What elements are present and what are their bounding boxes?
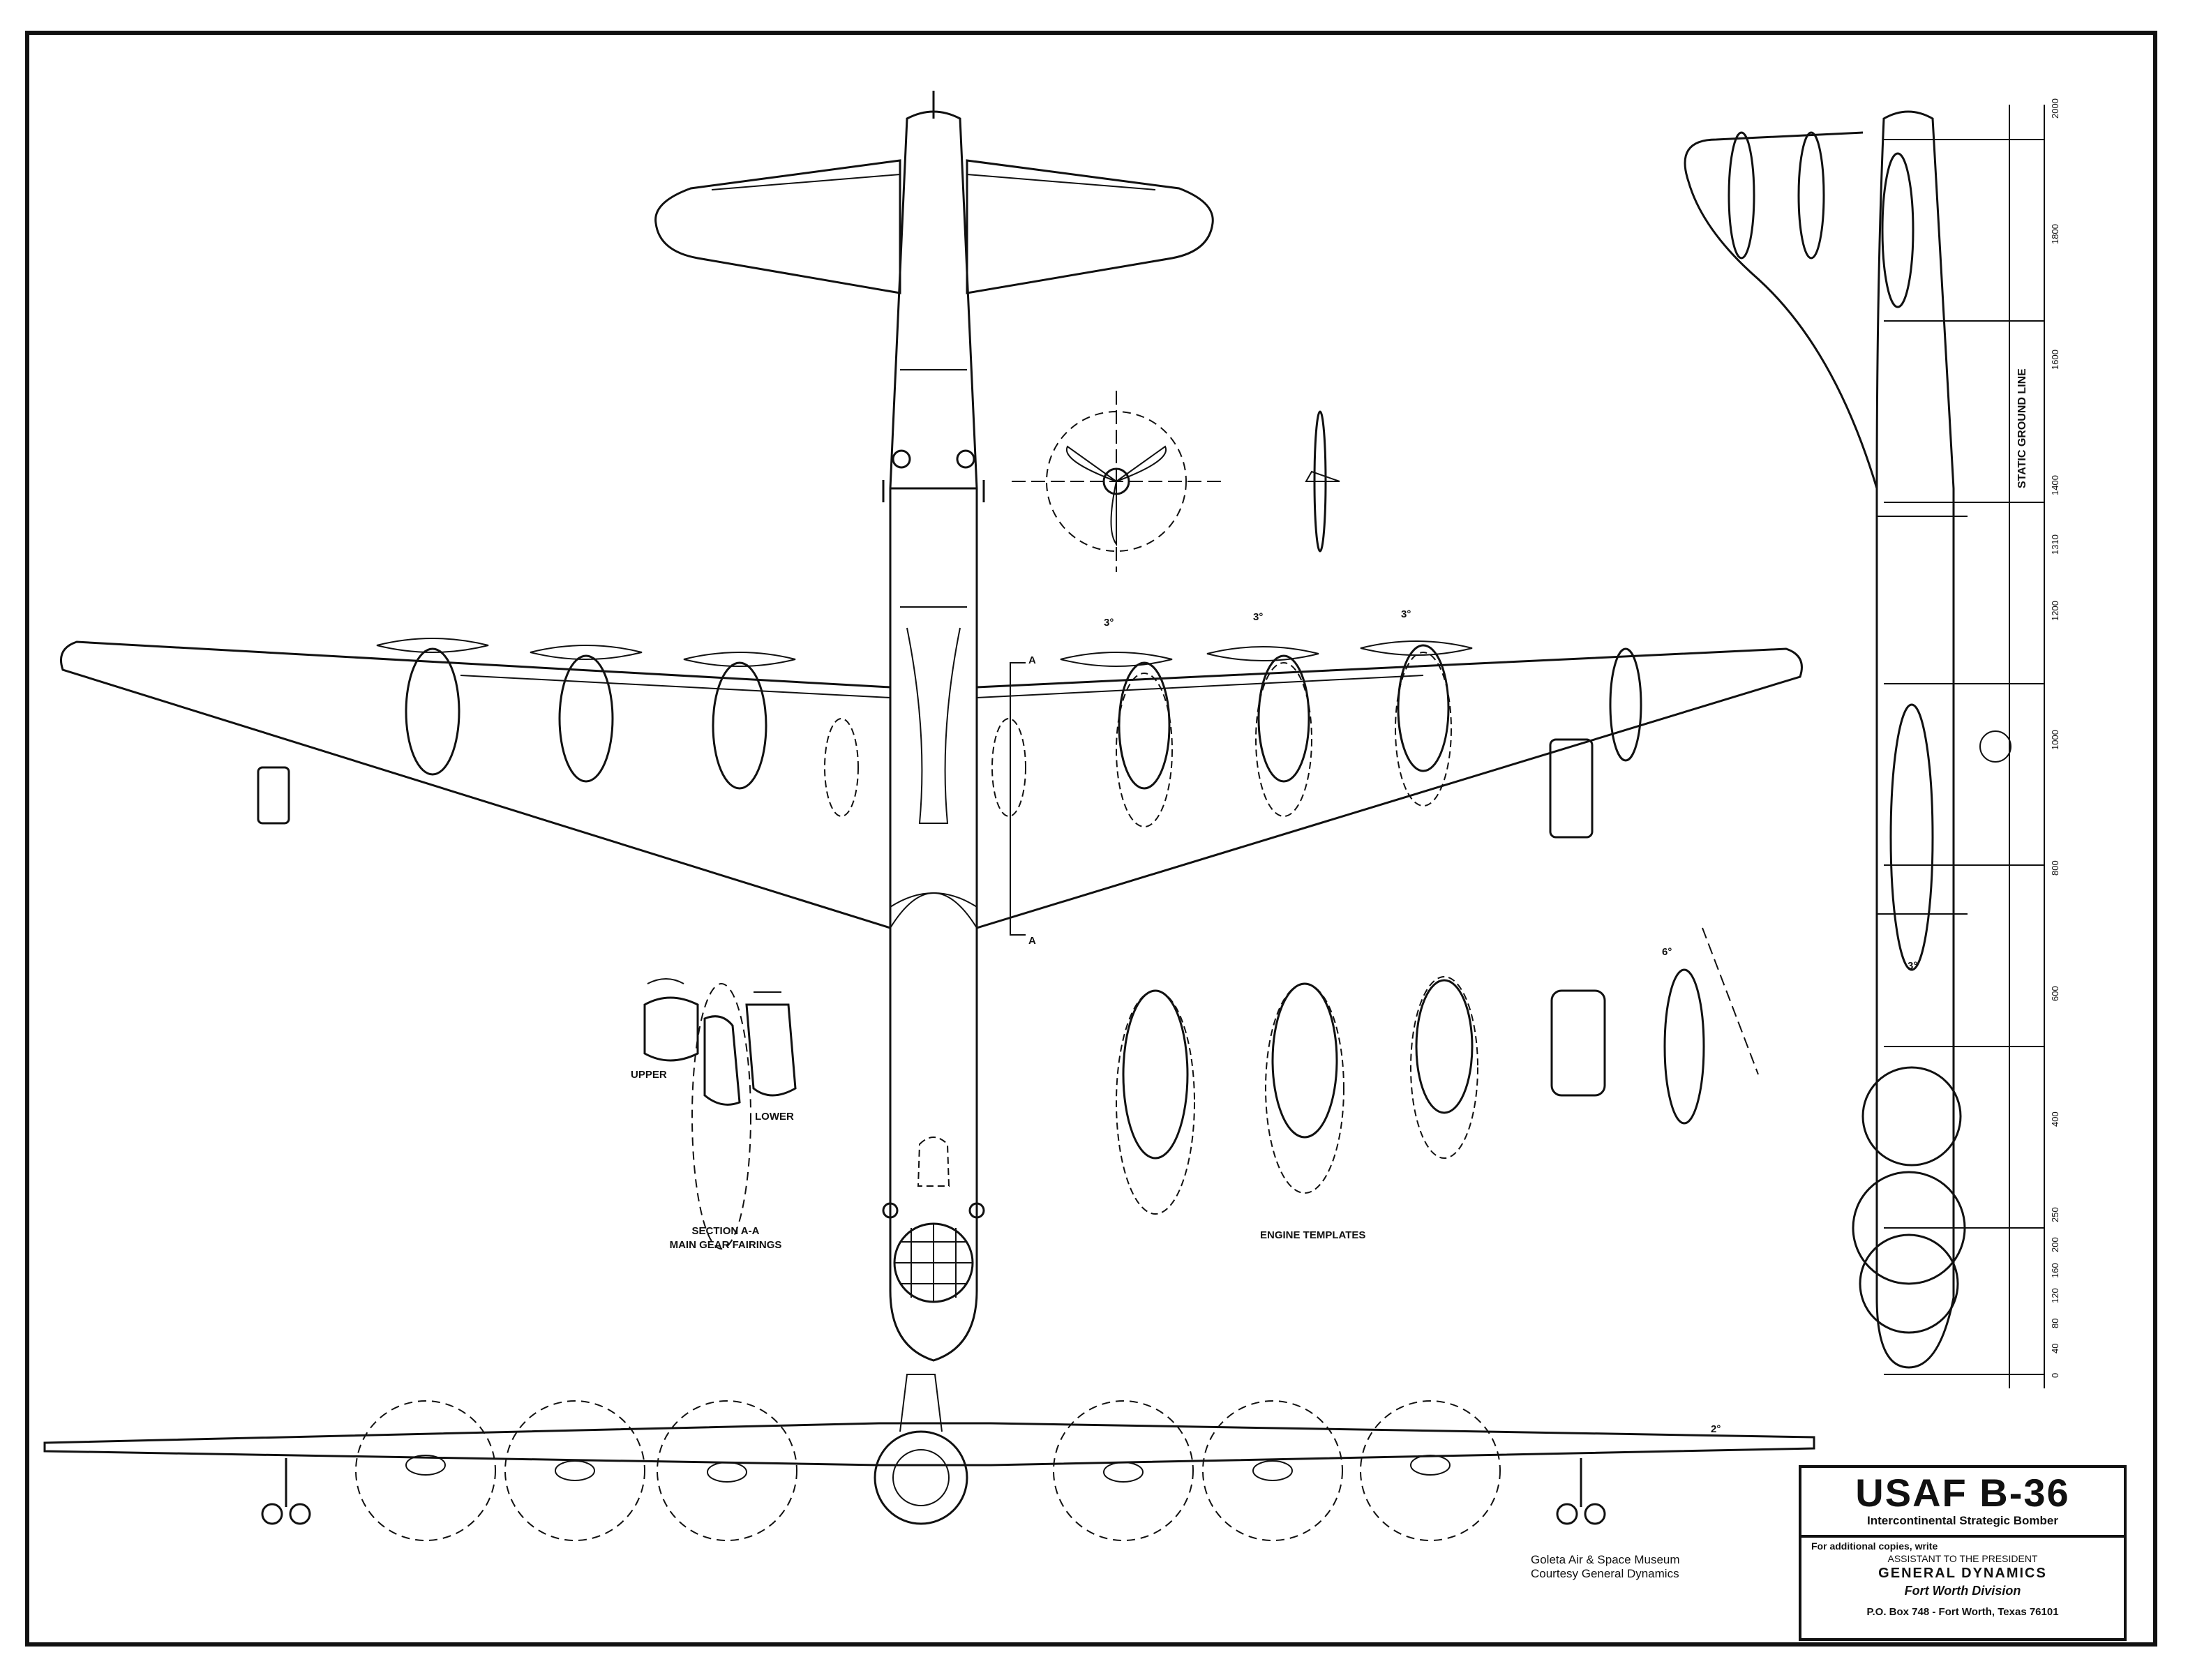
angle-label-3: 3°: [1401, 608, 1411, 620]
station-tick: 160: [2050, 1263, 2060, 1278]
station-tick: 250: [2050, 1207, 2060, 1222]
section-aa-label: SECTION A-A: [691, 1225, 760, 1237]
company-name: GENERAL DYNAMICS: [1878, 1566, 2047, 1581]
drawing-title: USAF B-36: [1855, 1471, 2070, 1515]
station-tick: 800: [2050, 860, 2060, 876]
station-tick: 0: [2050, 1372, 2060, 1378]
drawing-subtitle: Intercontinental Strategic Bomber: [1867, 1514, 2058, 1527]
section-marker-bottom: A: [1028, 935, 1036, 947]
station-tick: 1800: [2050, 224, 2060, 244]
nacelle-l3: [712, 661, 767, 790]
title-block-body: For additional copies, write ASSISTANT T…: [1801, 1538, 2124, 1641]
lower-label: LOWER: [755, 1111, 794, 1123]
engine-templates-label: ENGINE TEMPLATES: [1260, 1229, 1366, 1241]
station-tick: 400: [2050, 1111, 2060, 1127]
title-block: USAF B-36 Intercontinental Strategic Bom…: [1799, 1465, 2127, 1641]
station-tick: 80: [2050, 1318, 2060, 1328]
angle-label-side: 3°: [1908, 960, 1918, 972]
side-view: [1684, 105, 2045, 1388]
section-marker-top: A: [1028, 654, 1036, 666]
plan-wing: [60, 640, 892, 930]
plan-fuselage: [889, 110, 978, 1362]
angle-label-dihedral: 2°: [1711, 1423, 1721, 1435]
upper-label: UPPER: [631, 1069, 667, 1081]
angle-label-6: 6°: [1662, 946, 1672, 958]
station-tick: 1000: [2050, 730, 2060, 750]
division-name: Fort Worth Division: [1904, 1584, 2021, 1598]
angle-label-2: 3°: [1253, 611, 1264, 623]
station-tick: 40: [2050, 1343, 2060, 1353]
station-tick: 200: [2050, 1237, 2060, 1252]
credit-block: Goleta Air & Space Museum Courtesy Gener…: [1531, 1553, 1680, 1581]
copies-note: For additional copies, write: [1811, 1540, 1938, 1552]
main-gear-fairings-label: MAIN GEAR FAIRINGS: [669, 1239, 782, 1251]
nacelle-l1: [405, 647, 460, 776]
station-tick: 1200: [2050, 601, 2060, 621]
credit-courtesy: Courtesy General Dynamics: [1531, 1567, 1679, 1580]
propeller-detail: [1012, 391, 1340, 572]
side-fuselage: [1875, 110, 1955, 1369]
front-view: [43, 1374, 1815, 1541]
drawing-border: [25, 31, 2157, 1647]
engine-templates-drawing: [1116, 927, 1759, 1215]
static-ground-line-label: STATIC GROUND LINE: [2016, 368, 2028, 488]
front-wing: [43, 1422, 1815, 1467]
angle-label-1: 3°: [1104, 617, 1114, 629]
address-line-1: ASSISTANT TO THE PRESIDENT: [1887, 1553, 2038, 1564]
side-fin: [1684, 131, 1878, 489]
plan-stabilizer: [654, 159, 901, 294]
station-tick: 1400: [2050, 475, 2060, 495]
station-tick: 2000: [2050, 98, 2060, 119]
station-tick: 600: [2050, 986, 2060, 1001]
section-aa-drawing: [643, 978, 797, 1250]
plan-view: [60, 91, 1803, 1362]
postal-address: P.O. Box 748 - Fort Worth, Texas 76101: [1866, 1606, 2059, 1618]
station-tick: 120: [2050, 1288, 2060, 1303]
station-tick: 1600: [2050, 350, 2060, 370]
front-fuselage: [874, 1430, 968, 1525]
nacelle-l2: [558, 654, 614, 783]
title-block-header: USAF B-36 Intercontinental Strategic Bom…: [1801, 1468, 2124, 1538]
credit-museum: Goleta Air & Space Museum: [1531, 1553, 1680, 1566]
station-tick: 1310: [2050, 534, 2060, 555]
